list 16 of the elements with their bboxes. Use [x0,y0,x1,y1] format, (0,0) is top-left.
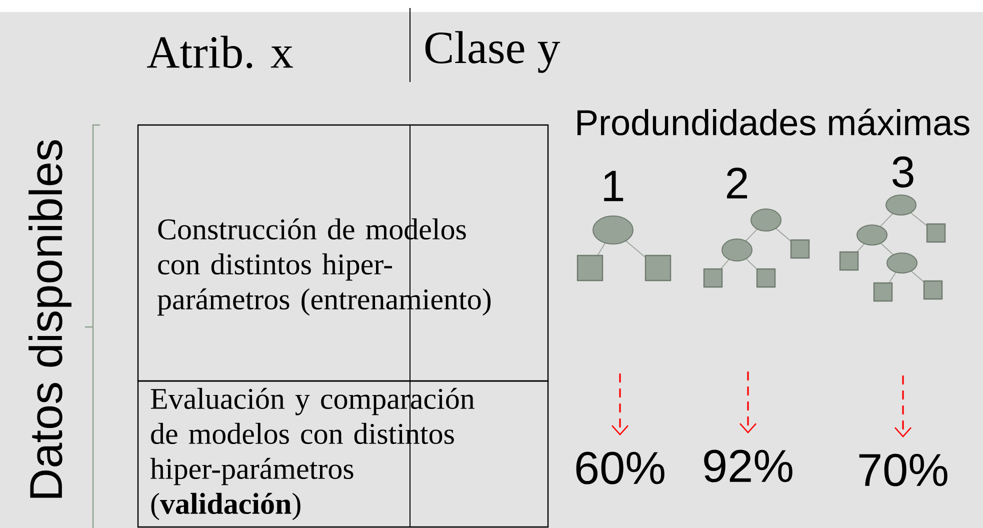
tree-drawing [576,216,672,282]
depth-number: 2 [726,168,748,198]
tree-drawing [839,194,946,302]
heading: Produndidades máximas [577,108,970,136]
header-text: Clase y [425,31,560,73]
percentage-text: 60% [576,452,664,484]
tree-drawing [703,208,810,288]
arrow [740,372,756,434]
axis-title: Datos disponibles [28,140,72,498]
percentage-text: 92% [704,450,792,482]
arrow [894,376,912,438]
depth-number: 1 [604,170,624,202]
header-text: Atrib. x [147,36,293,68]
depth-number: 3 [892,156,914,188]
percentage-text: 70% [859,454,948,486]
arrow [612,374,628,436]
